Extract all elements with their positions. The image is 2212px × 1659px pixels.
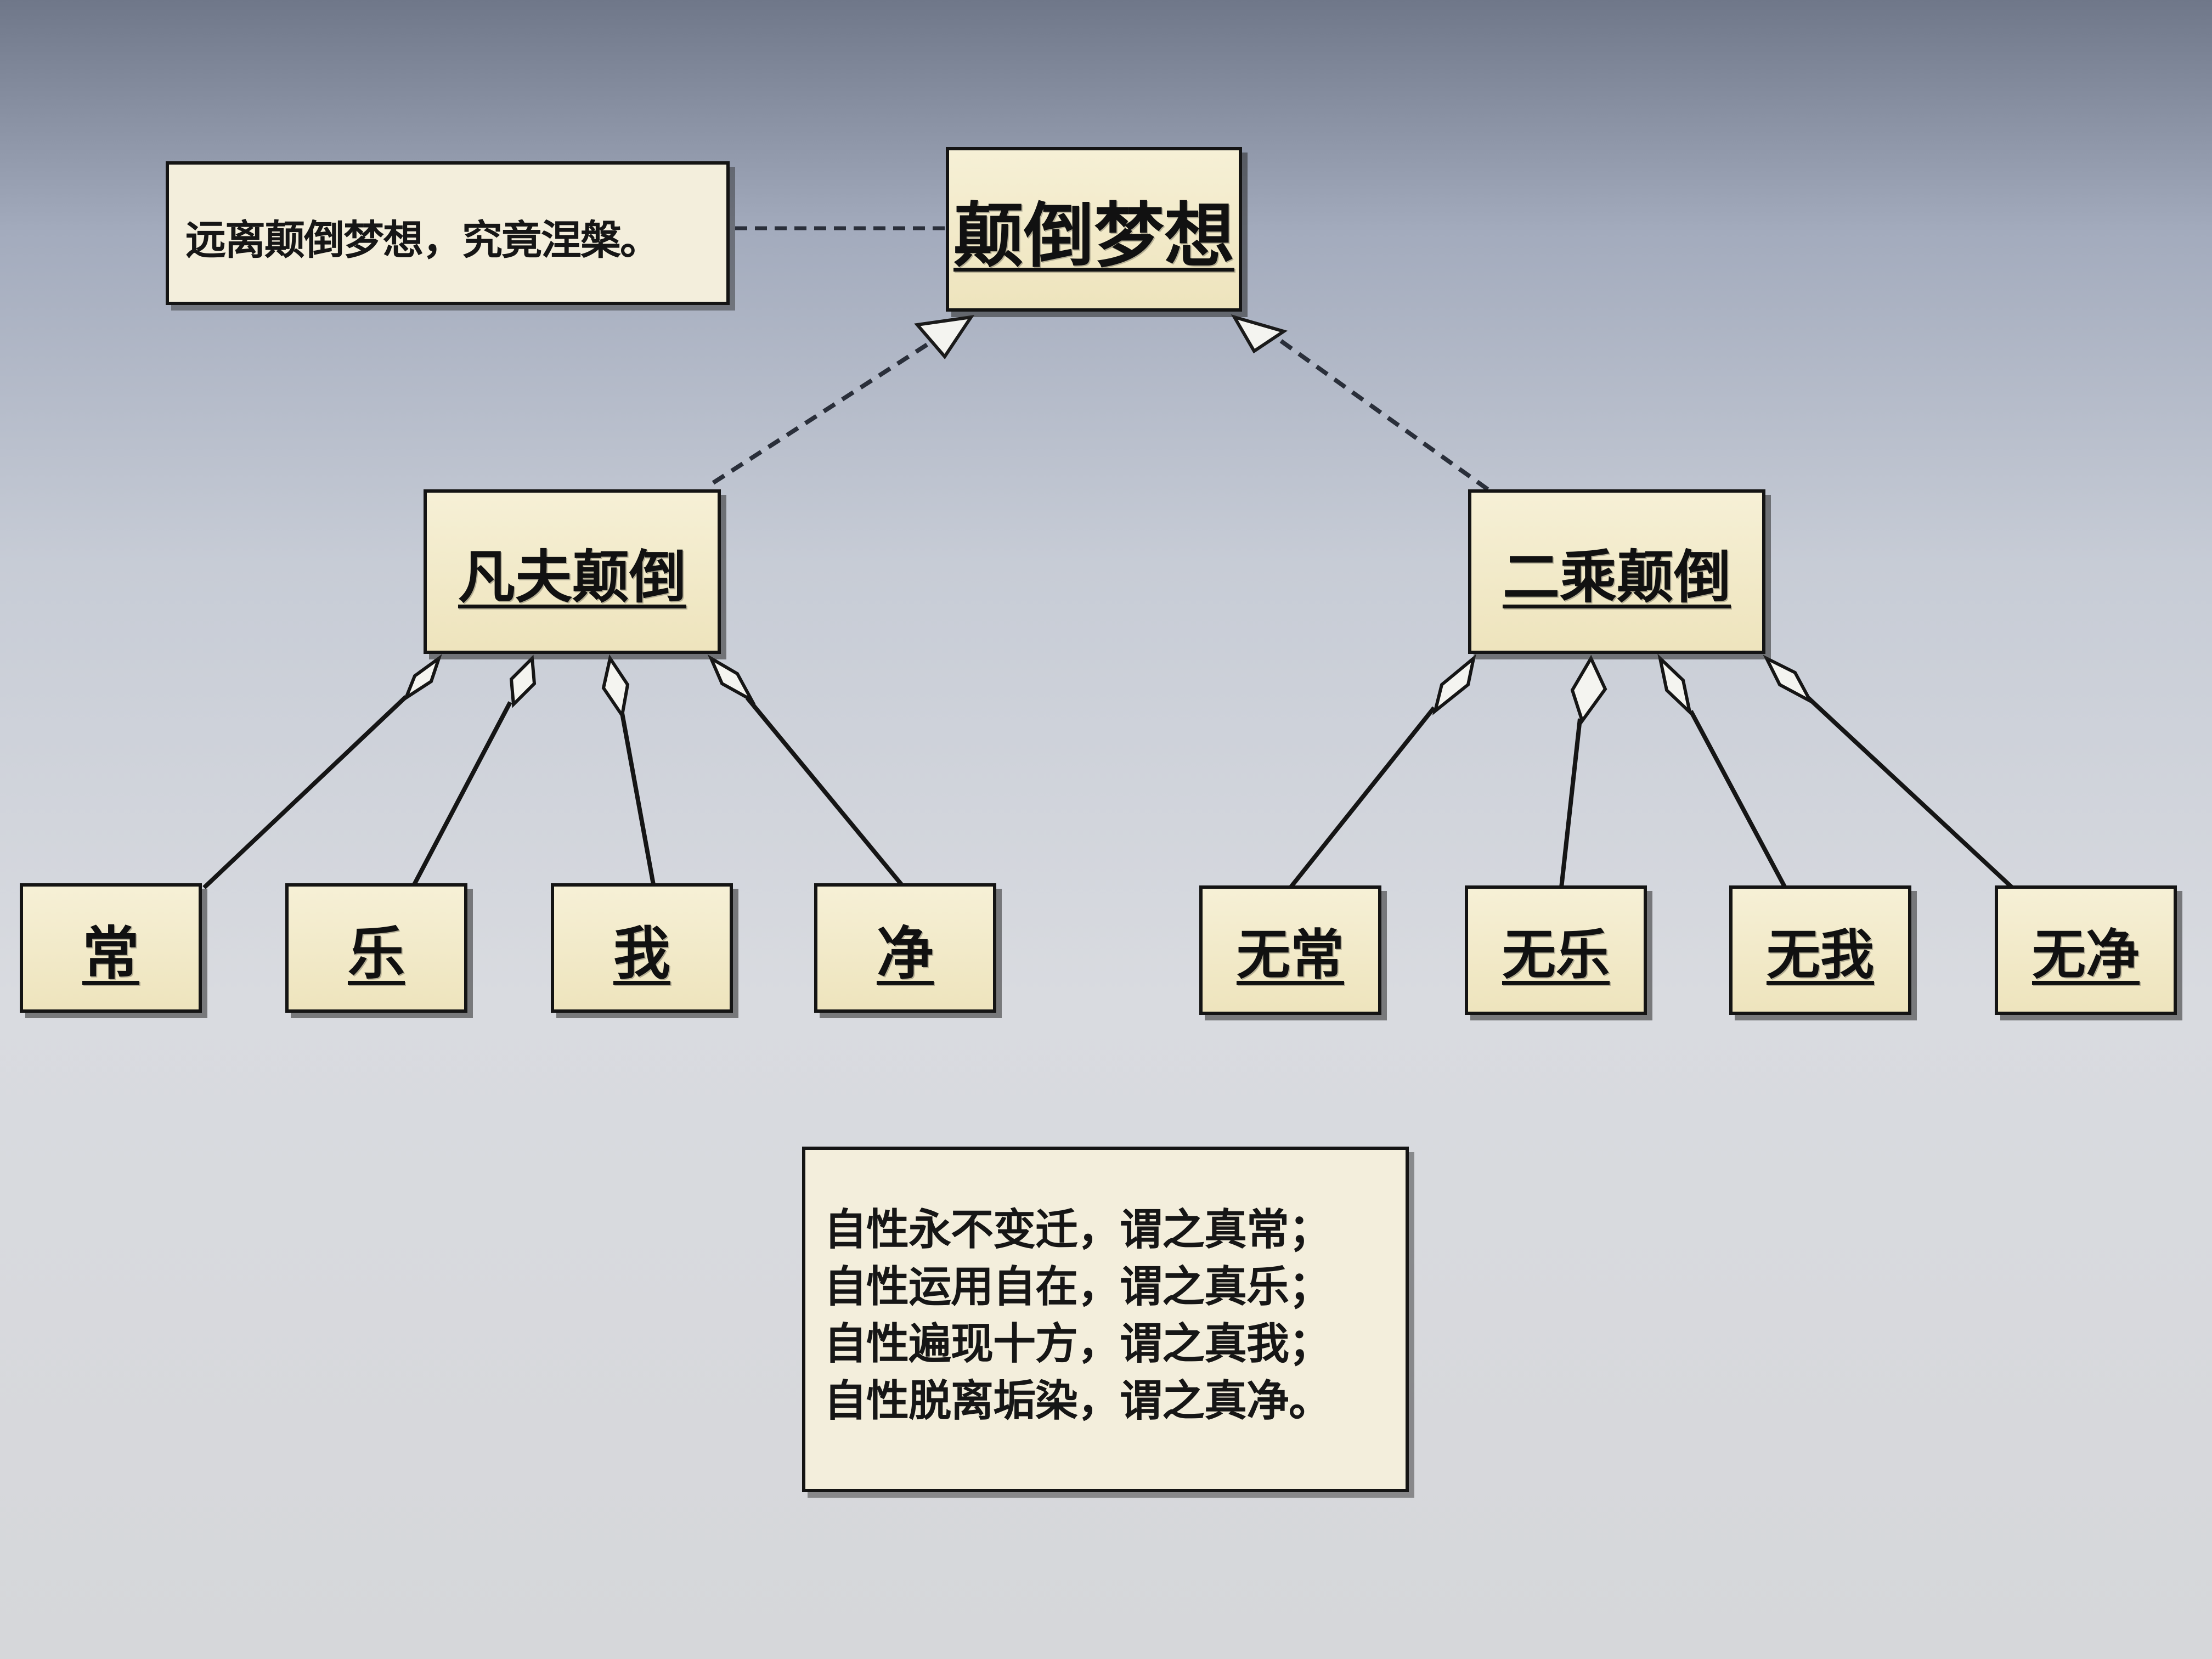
hollow-diamond: [509, 654, 537, 708]
root-node-label: 颠倒梦想: [953, 195, 1234, 277]
hollow-diamond: [1657, 653, 1692, 717]
leaf-node-impermanence[interactable]: 无常: [1199, 885, 1381, 1015]
leaf-node-label: 无常: [1236, 924, 1344, 986]
hollow-arrowhead-right: [1231, 314, 1288, 354]
hollow-diamond: [707, 654, 756, 704]
branch-node-two-vehicles[interactable]: 二乘颠倒: [1468, 489, 1765, 654]
leaf-node-label: 无净: [2032, 924, 2140, 986]
aggregation-link: [410, 701, 512, 889]
branch-node-label: 凡夫颠倒: [458, 543, 686, 611]
definition-line-true-permanence: 自性永不变迁，谓之真常；: [824, 1205, 1331, 1255]
leaf-node-label: 无我: [1766, 924, 1874, 986]
hollow-diamond: [1432, 654, 1476, 715]
definition-line-true-self: 自性遍现十方，谓之真我；: [824, 1319, 1331, 1369]
aggregation-link: [620, 713, 656, 888]
leaf-node-label: 净: [876, 919, 934, 987]
leaf-node-no-purity[interactable]: 无净: [1995, 885, 2177, 1015]
aggregation-link: [1807, 696, 2014, 889]
branch-node-ordinary-beings[interactable]: 凡夫颠倒: [424, 489, 721, 654]
definition-note: 自性永不变迁，谓之真常； 自性运用自在，谓之真乐； 自性遍现十方，谓之真我； 自…: [802, 1147, 1409, 1492]
aggregation-link: [745, 696, 906, 889]
hollow-diamond: [601, 654, 630, 720]
definition-note-text: 自性永不变迁，谓之真常； 自性运用自在，谓之真乐； 自性遍现十方，谓之真我； 自…: [824, 1201, 1331, 1430]
leaf-node-permanence[interactable]: 常: [20, 883, 202, 1013]
aggregation-link: [1689, 710, 1787, 889]
hollow-diamond: [1763, 654, 1815, 706]
aggregation-link: [1288, 706, 1436, 889]
leaf-node-label: 乐: [347, 919, 405, 987]
leaf-node-purity[interactable]: 净: [814, 883, 996, 1013]
hollow-arrowhead-left: [914, 315, 975, 359]
root-note: 远离颠倒梦想，究竟涅槃。: [166, 161, 730, 305]
leaf-node-no-self[interactable]: 无我: [1729, 885, 1911, 1015]
aggregation-link: [1559, 718, 1582, 888]
root-note-text: 远离颠倒梦想，究竟涅槃。: [185, 217, 661, 264]
root-node[interactable]: 颠倒梦想: [946, 147, 1242, 312]
leaf-node-no-bliss[interactable]: 无乐: [1465, 885, 1647, 1015]
leaf-node-label: 无乐: [1502, 924, 1610, 986]
leaf-node-self[interactable]: 我: [551, 883, 733, 1013]
leaf-node-label: 我: [613, 919, 670, 987]
leaf-node-label: 常: [82, 919, 139, 987]
aggregation-link: [202, 695, 408, 889]
leaf-node-bliss[interactable]: 乐: [285, 883, 467, 1013]
definition-line-true-purity: 自性脱离垢染，谓之真净。: [824, 1376, 1331, 1426]
hollow-diamond: [1570, 654, 1607, 725]
hollow-diamond: [402, 654, 442, 702]
definition-line-true-bliss: 自性运用自在，谓之真乐；: [824, 1262, 1331, 1312]
realization-link-left: [712, 332, 944, 485]
realization-link-right: [1277, 337, 1489, 492]
branch-node-label: 二乘颠倒: [1502, 543, 1731, 611]
